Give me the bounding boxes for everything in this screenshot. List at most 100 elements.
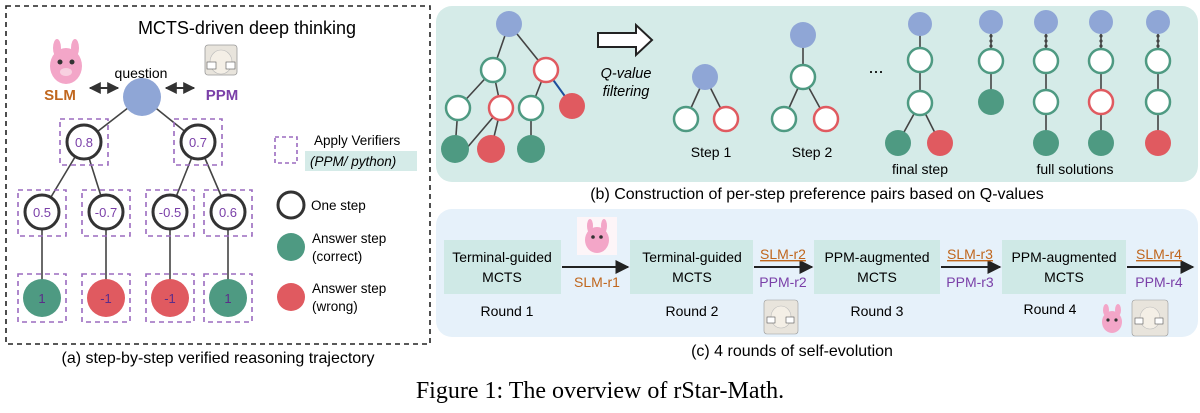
arrow2-label-bottom: PPM-r2: [759, 274, 807, 290]
ppm-label: PPM: [206, 87, 239, 104]
root-node: [496, 11, 522, 37]
legend-correct-swatch: [277, 233, 305, 261]
round3-box-line1: PPM-augmented: [824, 249, 929, 265]
step-node-green: [906, 46, 934, 74]
arrow2-label-top: SLM-r2: [760, 246, 806, 262]
round4-box-line1: PPM-augmented: [1011, 249, 1116, 265]
answer-value-label: 1: [224, 291, 231, 306]
step1-label: Step 1: [691, 144, 732, 160]
step-node-green: [517, 94, 545, 122]
step-node-green: [672, 105, 700, 133]
arrow3-label-bottom: PPM-r3: [946, 274, 994, 290]
round2-box-line2: MCTS: [672, 269, 712, 285]
answer-node-correct: [1033, 130, 1059, 156]
round2-label: Round 2: [666, 303, 719, 319]
step-node-red: [812, 105, 840, 133]
ellipsis-dots: [989, 34, 1160, 48]
llama-slm-icon: [50, 39, 82, 84]
q-value-label: 0.6: [219, 205, 237, 220]
step1-root-node: [692, 64, 718, 90]
verifier-boxes: [17, 118, 253, 323]
step2-root-node: [790, 22, 816, 48]
legend-verifiers-subtext: (PPM/ python): [310, 154, 396, 169]
figure-caption: Figure 1: The overview of rStar-Math.: [416, 378, 784, 404]
panel-a-caption: (a) step-by-step verified reasoning traj…: [61, 350, 374, 367]
legend-verifier-swatch: [274, 136, 298, 164]
step-node-green: [1144, 47, 1172, 75]
answer-node-wrong: [927, 130, 953, 156]
panel-a-title: MCTS-driven deep thinking: [138, 18, 356, 38]
answer-node-wrong: [87, 279, 125, 317]
llama-slm-icon: [1102, 304, 1122, 333]
round3-label: Round 3: [851, 303, 904, 319]
answer-node-correct: [23, 279, 61, 317]
filter-arrow-icon: [597, 22, 654, 58]
arrow1-label-bottom: SLM-r1: [574, 274, 620, 290]
answer-node-correct: [885, 130, 911, 156]
final-root-node: [908, 12, 932, 36]
solution-root-node: [1034, 10, 1058, 34]
step-node-green: [906, 89, 934, 117]
step-node-red: [1087, 88, 1115, 116]
round2-box-line1: Terminal-guided: [642, 249, 742, 265]
q-value-label: 0.8: [75, 135, 93, 150]
legend-verifiers-highlight: [305, 151, 417, 171]
answer-node-wrong: [477, 135, 505, 163]
final-step-label: final step: [892, 161, 948, 177]
llama-slm-icon: [577, 217, 617, 255]
filter-label-1: Q-value: [601, 66, 652, 82]
round1-box-line2: MCTS: [482, 269, 522, 285]
step-node-green: [977, 47, 1005, 75]
answer-value-label: -1: [164, 291, 176, 306]
panel-b-background: [436, 6, 1198, 182]
step-node-green: [1144, 88, 1172, 116]
solution-root-node: [1089, 10, 1113, 34]
answer-node-correct: [517, 135, 545, 163]
llama-ppm-icon: [763, 299, 799, 335]
solution-root-node: [979, 10, 1003, 34]
answer-value-label: 1: [38, 291, 45, 306]
solution-root-node: [1146, 10, 1170, 34]
question-node: [123, 78, 161, 116]
filter-label-2: filtering: [603, 84, 650, 100]
q-value-label: -0.7: [95, 205, 117, 220]
round2-box: [630, 240, 753, 294]
slm-label: SLM: [44, 87, 76, 104]
step-node-red: [487, 94, 515, 122]
llama-ppm-icon: [1131, 299, 1169, 337]
legend-verifiers-text: Apply Verifiers: [314, 133, 401, 148]
round4-label: Round 4: [1024, 301, 1077, 317]
answer-node-wrong: [1145, 130, 1171, 156]
step-node-green: [1087, 47, 1115, 75]
step-node-green: [1032, 88, 1060, 116]
step2-label: Step 2: [792, 144, 833, 160]
ellipsis-label: ...: [868, 57, 883, 77]
arrow4-label-bottom: PPM-r4: [1135, 274, 1183, 290]
round3-box-line2: MCTS: [857, 269, 897, 285]
step-node-green: [479, 56, 507, 84]
question-label: question: [115, 65, 168, 81]
answer-node-wrong: [151, 279, 189, 317]
round1-label: Round 1: [481, 303, 534, 319]
round3-box: [814, 240, 940, 294]
panel-a-border: [5, 5, 431, 345]
legend-one-step: One step: [311, 198, 366, 213]
round4-box: [1002, 240, 1126, 294]
round1-box: [444, 240, 561, 294]
panel-c-caption: (c) 4 rounds of self-evolution: [691, 343, 893, 360]
answer-value-label: -1: [100, 291, 112, 306]
step-nodes: [23, 123, 247, 231]
panel-b-caption: (b) Construction of per-step preference …: [590, 186, 1044, 203]
answer-node-correct: [1088, 130, 1114, 156]
round4-box-line2: MCTS: [1044, 269, 1084, 285]
legend-answer-wrong-sub: (wrong): [312, 299, 358, 314]
legend-answer-wrong: Answer step: [312, 281, 386, 296]
legend-answer-correct-sub: (correct): [312, 249, 362, 264]
answer-node-correct: [978, 89, 1004, 115]
step-node-green: [1032, 47, 1060, 75]
step-node-green: [789, 63, 817, 91]
legend-step-swatch: [276, 190, 306, 220]
q-value-label: -0.5: [159, 205, 181, 220]
step-node-green: [444, 94, 472, 122]
